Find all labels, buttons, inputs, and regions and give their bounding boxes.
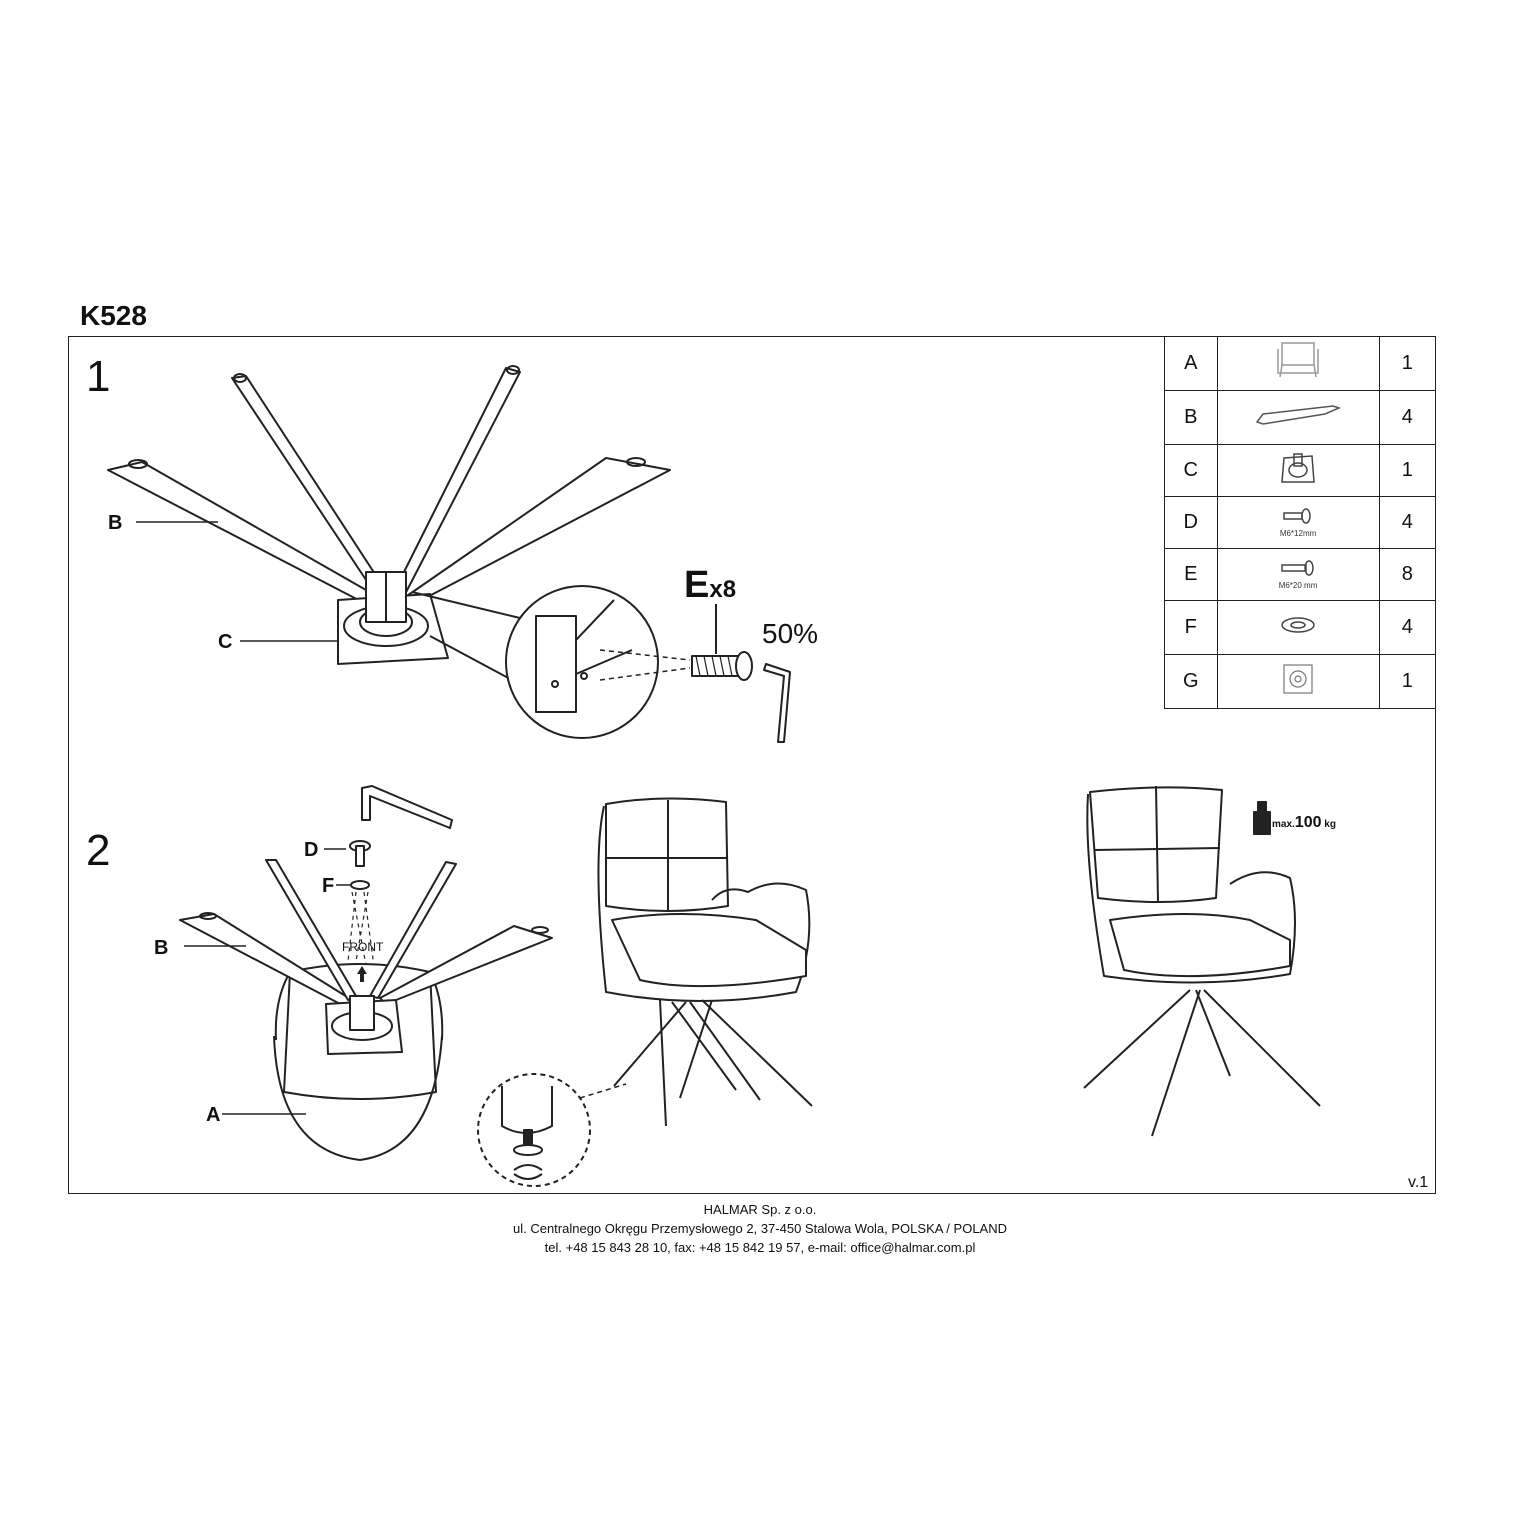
step1-legs bbox=[107, 365, 671, 607]
part-qty: 1 bbox=[1378, 444, 1437, 497]
step2-legs bbox=[179, 859, 553, 1007]
parts-row: F 4 bbox=[1164, 600, 1437, 655]
tighten-percentage: 50% bbox=[762, 618, 819, 649]
part-letter: C bbox=[1164, 444, 1218, 497]
detail-zoom-circle bbox=[411, 585, 691, 739]
step1-swivel-plate bbox=[337, 571, 449, 665]
part-qty: 4 bbox=[1378, 390, 1437, 445]
parts-row: B 4 bbox=[1164, 390, 1437, 445]
company-footer: HALMAR Sp. z o.o. ul. Centralnego Okręgu… bbox=[0, 1200, 1520, 1257]
max-load-prefix: max. bbox=[1272, 819, 1295, 830]
allen-key-1-drawing bbox=[763, 663, 791, 743]
parts-row: C 1 bbox=[1164, 444, 1437, 497]
max-load-unit: kg bbox=[1324, 819, 1336, 830]
assembled-chair-front bbox=[597, 797, 813, 1127]
screw-count-label: Ex8 bbox=[684, 564, 736, 607]
chair-seat-icon bbox=[1216, 336, 1380, 391]
instruction-frame bbox=[68, 336, 1436, 1194]
label-a-step2: A bbox=[206, 1104, 221, 1126]
parts-row: E M6*20 mm 8 bbox=[1164, 548, 1437, 601]
part-caption: M6*20 mm bbox=[1278, 581, 1318, 590]
allen-key-2-drawing bbox=[361, 785, 453, 829]
part-letter: D bbox=[1164, 496, 1218, 549]
washer-f-drawing bbox=[350, 880, 370, 890]
screw-letter: E bbox=[684, 564, 710, 606]
model-title: K528 bbox=[80, 300, 147, 331]
assembled-chair-angled bbox=[1083, 785, 1321, 1137]
bolt-short-icon: M6*12mm bbox=[1216, 496, 1380, 549]
step-number-1: 1 bbox=[86, 352, 111, 401]
label-c-step1: C bbox=[218, 631, 233, 653]
step-number-2: 2 bbox=[86, 826, 111, 875]
part-letter: G bbox=[1164, 654, 1218, 709]
part-caption: M6*12mm bbox=[1279, 529, 1317, 538]
part-letter: A bbox=[1164, 336, 1218, 391]
label-f-step2: F bbox=[322, 875, 335, 897]
part-qty: 1 bbox=[1378, 654, 1437, 709]
part-qty: 8 bbox=[1378, 548, 1437, 601]
max-load-label: max.100 kg bbox=[1272, 814, 1336, 832]
weight-icon bbox=[1253, 801, 1271, 835]
swivel-plate-icon bbox=[1216, 444, 1380, 497]
bolt-d-drawing bbox=[349, 840, 371, 867]
part-letter: E bbox=[1164, 548, 1218, 601]
screw-multiplier: x8 bbox=[709, 576, 737, 603]
label-b-step1: B bbox=[108, 512, 123, 534]
footer-company: HALMAR Sp. z o.o. bbox=[703, 1202, 817, 1217]
bolt-long-icon: M6*20 mm bbox=[1216, 548, 1380, 601]
leg-icon bbox=[1216, 390, 1380, 445]
version-label: v.1 bbox=[1408, 1174, 1429, 1191]
label-b-step2: B bbox=[154, 937, 169, 959]
label-d-step2: D bbox=[304, 839, 319, 861]
chair-seat-upside-down bbox=[273, 963, 444, 1161]
parts-row: A 1 bbox=[1164, 336, 1437, 391]
part-qty: 1 bbox=[1378, 336, 1437, 391]
footer-address: ul. Centralnego Okręgu Przemysłowego 2, … bbox=[512, 1221, 1007, 1236]
parts-row: D M6*12mm 4 bbox=[1164, 496, 1437, 549]
footer-contact: tel. +48 15 843 28 10, fax: +48 15 842 1… bbox=[544, 1240, 976, 1255]
max-load-value: 100 bbox=[1294, 814, 1322, 831]
front-arrow-icon bbox=[357, 966, 367, 982]
foot-glide-detail bbox=[477, 1073, 627, 1187]
step2-swivel-plate bbox=[325, 995, 403, 1055]
parts-list-table: A 1 B 4 C 1 D M6*12mm 4 E M6*20 mm 8 bbox=[1164, 336, 1437, 709]
bolt-e-drawing bbox=[691, 604, 753, 681]
part-letter: F bbox=[1164, 600, 1218, 655]
parts-row: G 1 bbox=[1164, 654, 1437, 709]
part-qty: 4 bbox=[1378, 600, 1437, 655]
part-letter: B bbox=[1164, 390, 1218, 445]
washer-icon bbox=[1216, 600, 1380, 655]
mechanism-plate-icon bbox=[1216, 654, 1380, 709]
front-label: FRONT bbox=[342, 940, 384, 954]
part-qty: 4 bbox=[1378, 496, 1437, 549]
